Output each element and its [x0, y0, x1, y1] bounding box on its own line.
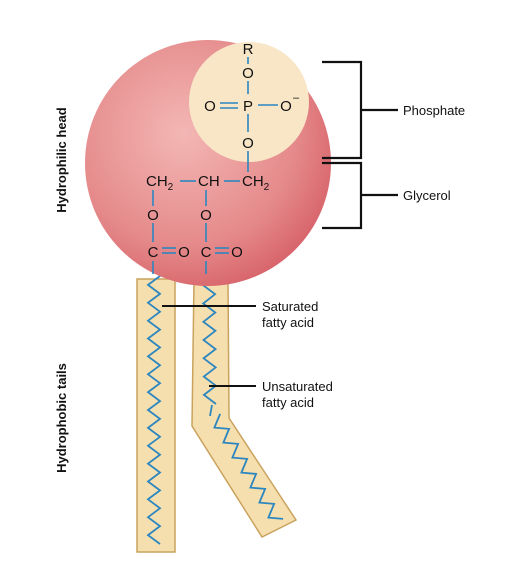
glycerol-ch2-right: CH2: [242, 173, 270, 193]
unsaturated-label-line2: fatty acid: [262, 395, 314, 410]
ester-o-right: O: [231, 244, 243, 261]
ester-o-left: O: [178, 244, 190, 261]
atom-o-right: O: [280, 98, 292, 115]
glycerol-ch: CH: [198, 173, 220, 190]
glycerol-o-left: O: [147, 207, 159, 224]
ester-carbonyls: C O C O: [148, 244, 243, 274]
saturated-label-line2: fatty acid: [262, 315, 314, 330]
unsaturated-hydrocarbon-chain-upper: [201, 275, 218, 405]
unsaturated-label-line1: Unsaturated: [262, 379, 333, 394]
unsaturated-hydrocarbon-chain-lower: [213, 413, 284, 520]
hydrophobic-tails: [136, 275, 298, 553]
atom-o-top: O: [242, 65, 254, 82]
hydrophilic-head-label: Hydrophilic head: [54, 107, 69, 213]
saturated-hydrocarbon-chain: [146, 275, 162, 545]
ester-c-right: C: [201, 244, 212, 261]
ester-c-left: C: [148, 244, 159, 261]
brackets: [322, 60, 398, 230]
cis-double-bond-mark: [209, 404, 213, 417]
atom-o-bottom: O: [242, 135, 254, 152]
atom-r: R: [243, 41, 254, 58]
glycerol-bracket: [322, 161, 398, 230]
hydrophobic-tails-label: Hydrophobic tails: [54, 363, 69, 473]
phosphate-group: R O O P O – O: [204, 41, 300, 172]
phosphate-label: Phosphate: [403, 103, 465, 118]
hydrophilic-head: [85, 40, 331, 286]
phosphate-bracket: [322, 60, 398, 160]
saturated-label-line1: Saturated: [262, 299, 318, 314]
glycerol-label: Glycerol: [403, 188, 451, 203]
glycerol-o-right: O: [200, 207, 212, 224]
glycerol-ch2-left: CH2: [146, 173, 174, 193]
glycerol-backbone: CH2 CH CH2 O O: [146, 173, 270, 242]
negative-charge: –: [293, 92, 300, 104]
atom-o-left: O: [204, 98, 216, 115]
phosphate-group-region: [189, 42, 309, 162]
atom-p: P: [243, 98, 253, 115]
